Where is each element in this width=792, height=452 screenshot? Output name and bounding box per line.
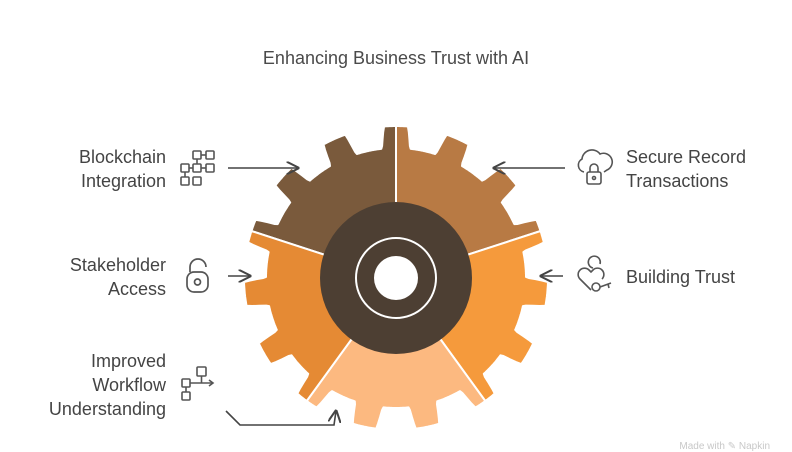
- blockchain-blocks-icon: [180, 150, 215, 186]
- label-workflow-line2: Workflow: [92, 375, 166, 395]
- label-secure-line1: Secure Record: [626, 147, 747, 167]
- label-building-trust: Building Trust: [626, 265, 735, 289]
- label-secure-record-transactions: Secure Record Transactions: [626, 145, 746, 193]
- label-workflow-line3: Understanding: [48, 399, 166, 419]
- gear-hub-ring: [355, 237, 437, 319]
- cloud-lock-icon: [577, 149, 613, 185]
- heart-key-icon: [577, 255, 612, 292]
- label-blockchain-line2: Integration: [80, 171, 166, 191]
- label-trust-line1: Building Trust: [626, 267, 736, 287]
- label-stakeholder-access: Stakeholder Access: [70, 253, 166, 301]
- label-workflow-line1: Improved: [90, 351, 166, 371]
- workflow-flowchart-icon: [181, 366, 215, 401]
- label-blockchain-line1: Blockchain: [78, 147, 166, 167]
- made-with-napkin-watermark: Made with ✎ Napkin: [679, 441, 770, 452]
- label-stakeholder-line1: Stakeholder: [69, 255, 166, 275]
- label-blockchain-integration: Blockchain Integration: [79, 145, 166, 193]
- label-secure-line2: Transactions: [626, 171, 729, 191]
- arrow-workflow: [225, 411, 336, 426]
- label-improved-workflow: Improved Workflow Understanding: [49, 349, 166, 421]
- padlock-icon: [186, 258, 209, 293]
- gear-hub-center: [374, 256, 418, 300]
- label-stakeholder-line2: Access: [107, 279, 166, 299]
- diagram-title: Enhancing Business Trust with AI: [262, 48, 530, 68]
